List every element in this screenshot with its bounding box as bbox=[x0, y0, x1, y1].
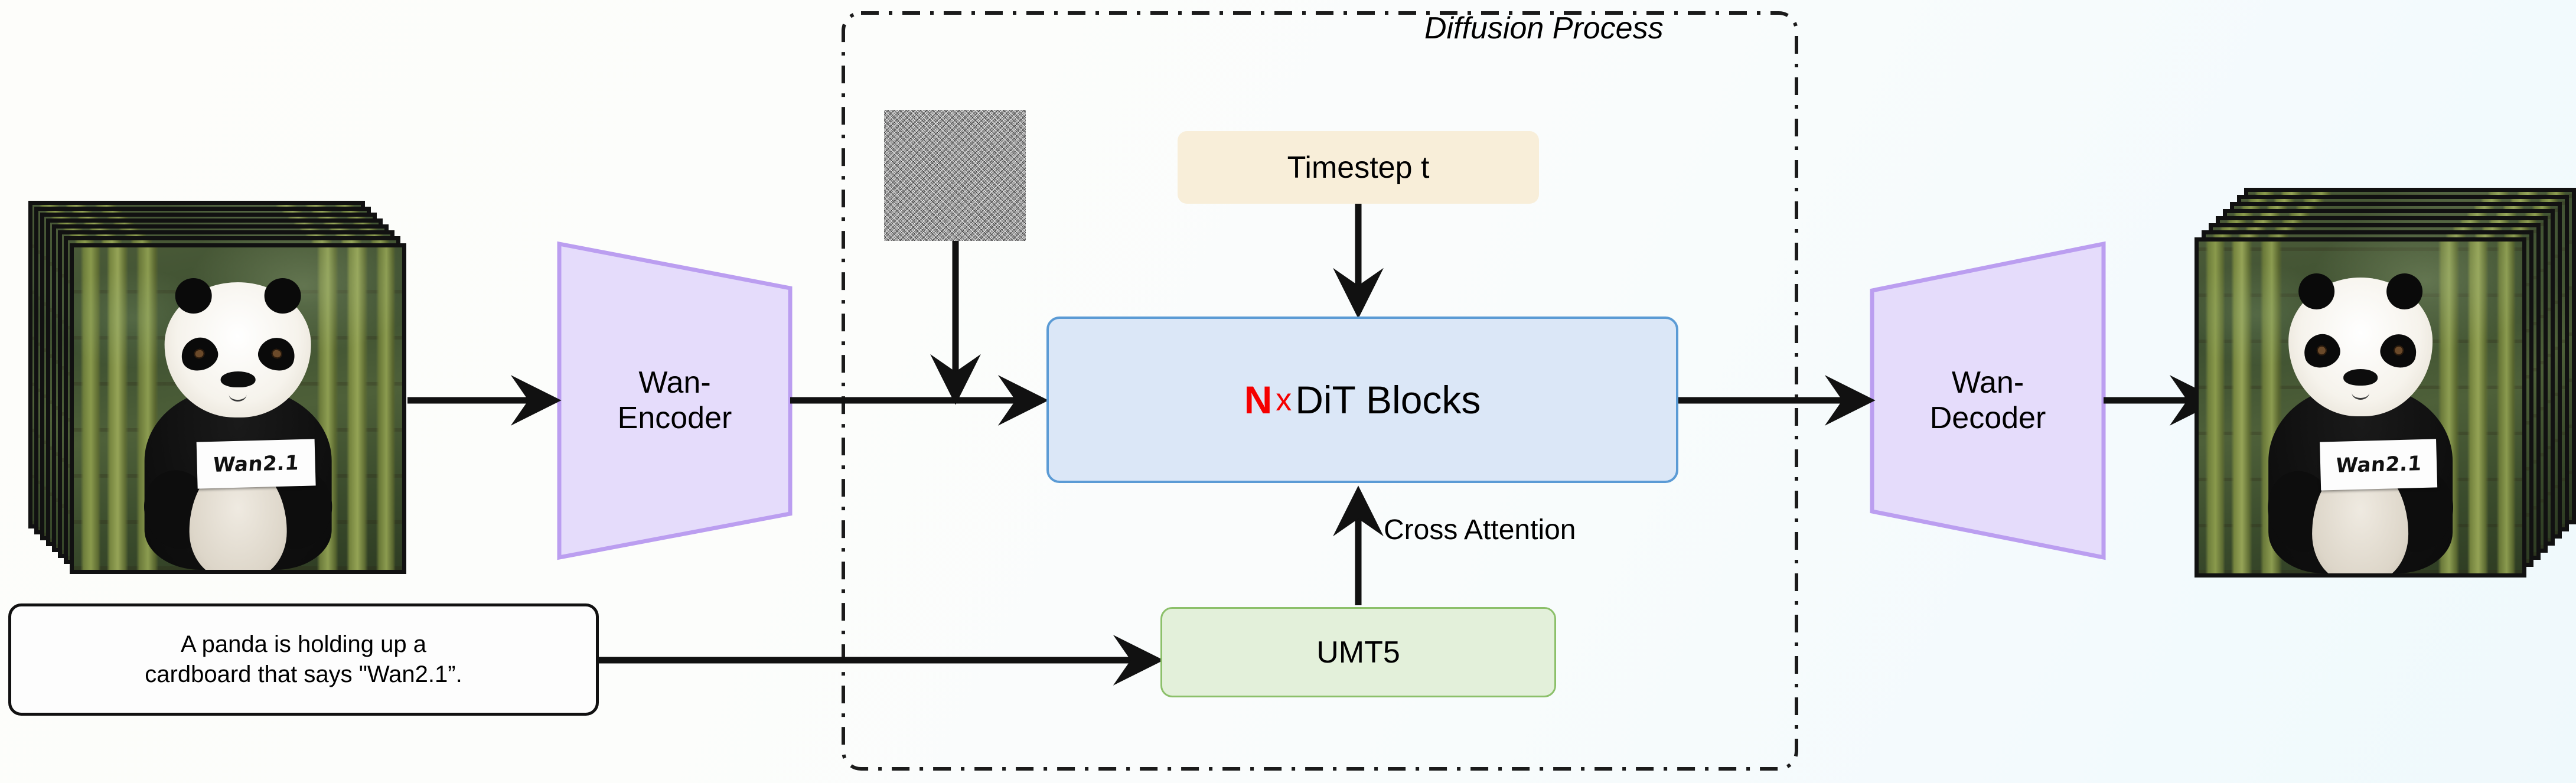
panda-illustration: Wan2.1 bbox=[135, 276, 341, 570]
noise-latent-patch bbox=[884, 110, 1026, 241]
umt5-label: UMT5 bbox=[1316, 635, 1400, 670]
wan-decoder-label: Wan- Decoder bbox=[1929, 365, 2046, 435]
prompt-line-2: cardboard that says "Wan2.1”. bbox=[145, 661, 462, 687]
frame-layer-front: Wan2.1 bbox=[2195, 237, 2526, 578]
diffusion-process-label: Diffusion Process bbox=[1424, 11, 1664, 45]
wan-encoder-label: Wan- Encoder bbox=[617, 365, 732, 435]
wan-encoder-shape[interactable] bbox=[557, 241, 793, 560]
frame-layer-front: Wan2.1 bbox=[70, 243, 406, 574]
prompt-line-1: A panda is holding up a bbox=[181, 631, 426, 657]
wan-decoder[interactable]: Wan- Decoder bbox=[1872, 244, 2104, 557]
dit-times-symbol: x bbox=[1276, 382, 1292, 417]
cardboard-sign-text: Wan2.1 bbox=[2334, 451, 2422, 478]
cardboard-sign: Wan2.1 bbox=[2320, 439, 2438, 491]
cardboard-sign: Wan2.1 bbox=[197, 439, 316, 490]
timestep-box[interactable]: Timestep t bbox=[1178, 131, 1539, 204]
wan-decoder-shape[interactable] bbox=[1870, 241, 2106, 560]
cardboard-sign-text: Wan2.1 bbox=[212, 451, 301, 478]
wan-encoder[interactable]: Wan- Encoder bbox=[559, 244, 790, 557]
dit-blocks-label: DiT Blocks bbox=[1295, 378, 1481, 422]
timestep-label: Timestep t bbox=[1287, 150, 1430, 185]
diffusion-process-group-border bbox=[842, 11, 1798, 771]
cross-attention-label: Cross Attention bbox=[1384, 514, 1576, 546]
umt5-box[interactable]: UMT5 bbox=[1160, 607, 1556, 697]
output-frame-stack[interactable]: Wan2.1 bbox=[2185, 188, 2576, 578]
prompt-box[interactable]: A panda is holding up a cardboard that s… bbox=[8, 603, 599, 716]
dit-repeat-count: N bbox=[1244, 378, 1273, 422]
panda-illustration: Wan2.1 bbox=[2259, 272, 2462, 573]
input-frame-stack[interactable]: Wan2.1 bbox=[11, 201, 407, 575]
